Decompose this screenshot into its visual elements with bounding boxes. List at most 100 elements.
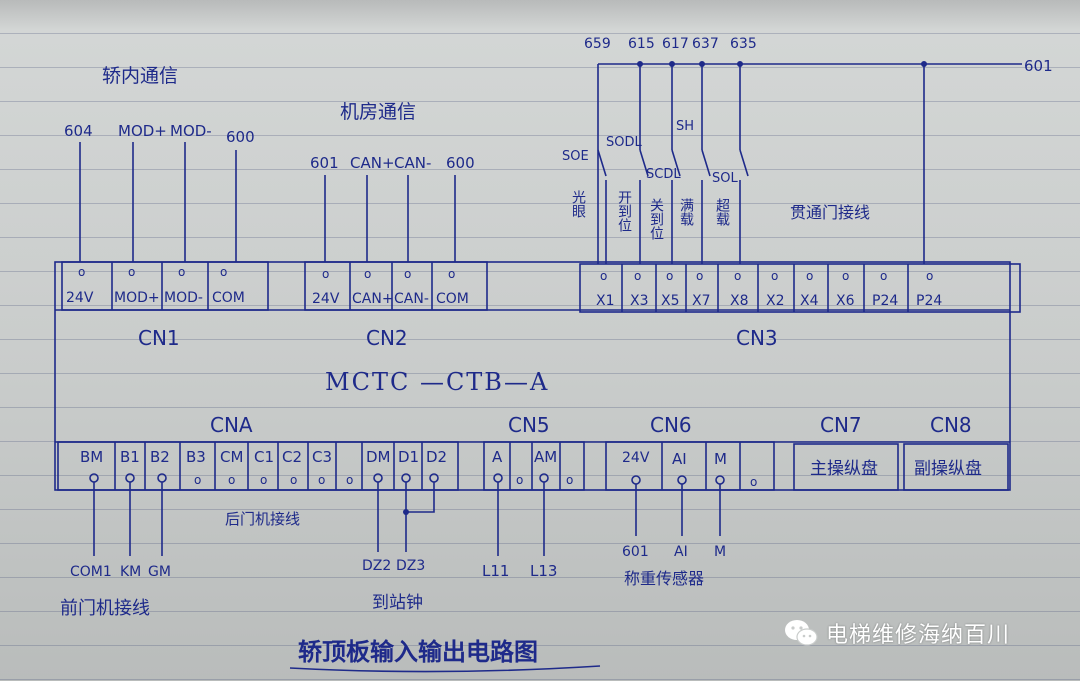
cn6-pin-label: M [714, 450, 727, 468]
svg-text:o: o [260, 473, 267, 487]
front-door-wire: KM [120, 564, 141, 580]
cn6-pin-label: AI [672, 450, 687, 468]
cn4-pin-label: D2 [426, 448, 447, 466]
cn8-box-label: 副操纵盘 [914, 459, 982, 479]
front-door-label: 前门机接线 [60, 598, 150, 619]
svg-text:o: o [516, 473, 523, 487]
cn6-label: CN6 [650, 413, 692, 437]
svg-text:o: o [194, 473, 201, 487]
cn1-wire-label: 604 [64, 122, 93, 140]
svg-text:o: o [666, 269, 673, 283]
cn3-pin-label: X2 [766, 293, 785, 309]
svg-text:o: o [806, 269, 813, 283]
cn4-pin-label: B1 [120, 448, 140, 466]
cn3-pin-label: X8 [730, 293, 749, 309]
cn2-wire-label: CAN+ [350, 154, 395, 172]
svg-text:o: o [600, 269, 607, 283]
cn8-label: CN8 [930, 413, 972, 437]
cn6-wire: 601 [622, 544, 649, 560]
front-door-wire: GM [148, 564, 171, 580]
cn4-pin-label: C3 [312, 448, 332, 466]
cn3-top-wire: 637 [692, 36, 719, 52]
svg-text:o: o [842, 269, 849, 283]
rear-door-label: 后门机接线 [225, 510, 300, 528]
weighing-sensor-label: 称重传感器 [624, 569, 704, 588]
cn2-pin-label: CAN- [394, 291, 429, 307]
board-model: MCTC —CTB—A [325, 368, 549, 396]
cn2-wire-label: 601 [310, 154, 339, 172]
cn2-group-label: 机房通信 [340, 101, 416, 123]
watermark: 电梯维修海纳百川 [784, 616, 1010, 650]
cn3-pin-label: X7 [692, 293, 711, 309]
svg-text:o: o [926, 269, 933, 283]
switch-desc: 超载 [714, 198, 730, 227]
cn2-pin-label: 24V [312, 291, 340, 307]
cn4-pin-label: C2 [282, 448, 302, 466]
bus-label: 601 [1024, 57, 1053, 75]
svg-text:o: o [734, 269, 741, 283]
svg-text:o: o [128, 265, 135, 279]
svg-text:o: o [318, 473, 325, 487]
chime-label: 到站钟 [372, 593, 423, 613]
svg-text:o: o [322, 267, 329, 281]
cn1-pin-label: MOD- [164, 290, 203, 306]
cn3-top-wire: 635 [730, 36, 757, 52]
switch-desc: 关到位 [648, 198, 664, 240]
cn6-wire: AI [674, 544, 688, 560]
cn7-label: CN7 [820, 413, 862, 437]
cn3-pin-label: P24 [916, 293, 942, 309]
cn5-label: CN5 [508, 413, 550, 437]
cn1-pin-label: 24V [66, 290, 94, 306]
cn4-pin-label: CM [220, 448, 243, 466]
cn2-pin-label: CAN+ [352, 291, 394, 307]
svg-text:o: o [228, 473, 235, 487]
cn3-top-wire: 617 [662, 36, 689, 52]
cn3-pin-label: P24 [872, 293, 898, 309]
svg-text:o: o [290, 473, 297, 487]
svg-text:o: o [750, 475, 757, 489]
cn4-pin-label: DM [366, 448, 391, 466]
cn2-connector: o o o o 24V CAN+ CAN- COM [304, 261, 488, 311]
cn7-connector [793, 443, 899, 491]
switch-label: SOL [712, 171, 738, 186]
switch-label: SH [676, 119, 694, 134]
cn5-wire: L11 [482, 562, 509, 580]
cn5-pin-label: A [492, 448, 503, 466]
cn1-pin-label: COM [212, 290, 245, 306]
cn2-wire-label: 600 [446, 154, 475, 172]
switch-desc: 光眼 [570, 190, 586, 218]
switch-desc: 开到位 [616, 190, 632, 232]
cn2-wire-label: CAN- [394, 154, 431, 172]
cn2-pin-label: COM [436, 291, 469, 307]
rear-door-wiring-label: 贯通门接线 [790, 203, 870, 222]
cn5-connector: A AM o o [483, 441, 585, 491]
cn3-connector: o o o o o o o o o o X1 X3 X5 X7 X8 X2 X4… [579, 263, 1021, 313]
svg-text:o: o [220, 265, 227, 279]
cn8-connector [903, 443, 1009, 491]
switch-label: SOE [562, 149, 589, 164]
svg-text:o: o [696, 269, 703, 283]
switch-label: SCDL [646, 167, 681, 182]
cn2-label: CN2 [366, 326, 408, 350]
cn4-pin-label: BM [80, 448, 103, 466]
switch-label: SODL [606, 135, 642, 150]
cn4-connector: BM B1 B2 B3 CM C1 C2 C3 DM D1 D2 o o o o… [57, 441, 459, 491]
cn6-wire: M [714, 544, 726, 560]
cn1-connector: o o o o 24V MOD+ MOD- COM [61, 261, 269, 311]
svg-text:o: o [880, 269, 887, 283]
cn3-pin-label: X6 [836, 293, 855, 309]
cn3-pin-label: X5 [661, 293, 680, 309]
cn5-wire: L13 [530, 562, 557, 580]
cn1-wire-label: MOD- [170, 122, 212, 140]
svg-text:o: o [364, 267, 371, 281]
svg-text:o: o [771, 269, 778, 283]
cn1-pin-label: MOD+ [114, 290, 160, 306]
svg-text:o: o [634, 269, 641, 283]
svg-text:o: o [178, 265, 185, 279]
cn1-wire-label: MOD+ [118, 122, 167, 140]
svg-text:o: o [346, 473, 353, 487]
cn1-wire-label: 600 [226, 128, 255, 146]
front-door-wire: COM1 [70, 564, 112, 580]
svg-text:o: o [404, 267, 411, 281]
